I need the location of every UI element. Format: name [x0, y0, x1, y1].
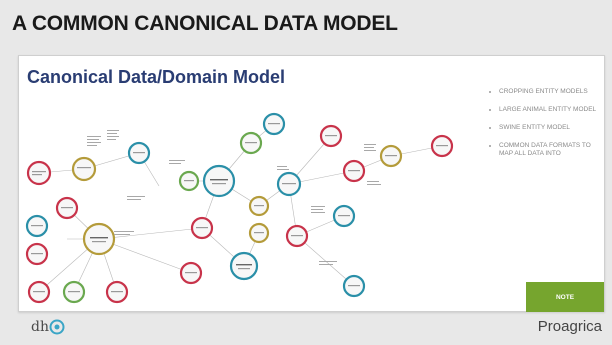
entity-node [248, 195, 270, 217]
feature-bullet-list: CROPPING ENTITY MODELS LARGE ANIMAL ENTI… [487, 88, 599, 168]
bullet-item: SWINE ENTITY MODEL [487, 124, 599, 132]
entity-node [105, 280, 129, 304]
entity-node [82, 222, 116, 256]
bullet-item: COMMON DATA FORMATS TO MAP ALL DATA INTO [487, 142, 599, 158]
entity-node [239, 131, 263, 155]
entity-node [25, 214, 49, 238]
dh-logo-circle-icon [49, 319, 65, 335]
entity-node [179, 261, 203, 285]
entity-node [202, 164, 236, 198]
entity-node [229, 251, 259, 281]
diagram-nodes [25, 112, 454, 304]
entity-node [430, 134, 454, 158]
entity-node [178, 170, 200, 192]
entity-node [62, 280, 86, 304]
entity-node [248, 222, 270, 244]
slide-title: A COMMON CANONICAL DATA MODEL [12, 12, 398, 35]
bullet-item: LARGE ANIMAL ENTITY MODEL [487, 106, 599, 114]
entity-node [262, 112, 286, 136]
entity-node [55, 196, 79, 220]
entity-node [319, 124, 343, 148]
entity-node [342, 274, 366, 298]
entity-node [285, 224, 309, 248]
note-button[interactable]: NOTE [526, 282, 604, 312]
dh-logo: dh [31, 318, 65, 336]
entity-diagram [25, 112, 454, 304]
entity-node [332, 204, 356, 228]
bullet-item: CROPPING ENTITY MODELS [487, 88, 599, 96]
entity-node [27, 280, 51, 304]
entity-node [342, 159, 366, 183]
entity-node [190, 216, 214, 240]
proagrica-logo: Proagrica [537, 318, 602, 335]
entity-node [71, 156, 97, 182]
entity-node [276, 171, 302, 197]
dh-logo-text: dh [31, 319, 49, 335]
diagram-panel: Canonical Data/Domain Model [18, 55, 605, 312]
entity-node [25, 242, 49, 266]
entity-node [127, 141, 151, 165]
diagram-attribute-lists [87, 130, 381, 265]
panel-title: Canonical Data/Domain Model [27, 67, 286, 87]
entity-node [26, 160, 52, 186]
entity-node [379, 144, 403, 168]
